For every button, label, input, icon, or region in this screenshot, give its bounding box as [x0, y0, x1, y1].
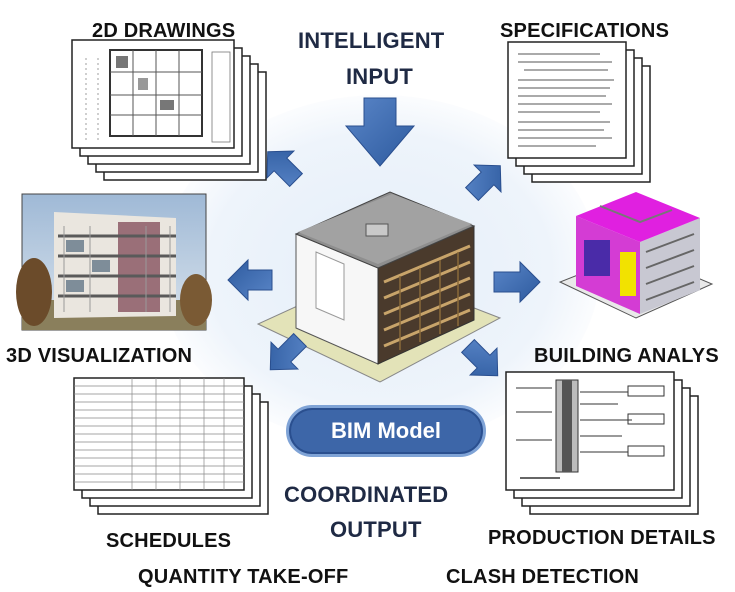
output-title-line2: OUTPUT	[330, 517, 422, 542]
label-quantity-take-off: QUANTITY TAKE-OFF	[138, 566, 349, 588]
bim-building-model	[256, 191, 502, 383]
schedule-table-stack	[73, 377, 269, 515]
label-specifications: SPECIFICATIONS	[500, 20, 670, 42]
arrow-to-drawings	[266, 150, 304, 188]
label-clash-detection: CLASH DETECTION	[446, 566, 639, 588]
output-title-line1: COORDINATED	[284, 482, 449, 507]
label-schedules: SCHEDULES	[106, 530, 232, 552]
label-building-analysis: BUILDING ANALYS	[534, 345, 719, 367]
arrow-to-production	[460, 338, 499, 377]
arrow-input-down	[344, 97, 416, 167]
arrow-to-visualization	[227, 258, 273, 302]
rendered-building-photo	[16, 193, 212, 331]
input-title-line1: INTELLIGENT	[298, 28, 445, 53]
arrow-to-analysis	[493, 260, 541, 304]
bim-model-badge: BIM Model	[286, 405, 486, 457]
specification-pages-stack	[507, 41, 651, 183]
drawing-sheets-stack	[71, 39, 267, 181]
label-3d-visualization: 3D VISUALIZATION	[6, 345, 193, 367]
arrow-to-specifications	[464, 164, 502, 202]
detail-drawing-stack	[505, 371, 699, 515]
label-production-details: PRODUCTION DETAILS	[488, 527, 716, 549]
label-2d-drawings: 2D DRAWINGS	[92, 20, 236, 42]
bim-model-label: BIM Model	[331, 418, 441, 443]
input-title-line2: INPUT	[346, 64, 413, 89]
arrow-to-schedules	[269, 332, 308, 371]
analysis-model	[558, 192, 714, 319]
